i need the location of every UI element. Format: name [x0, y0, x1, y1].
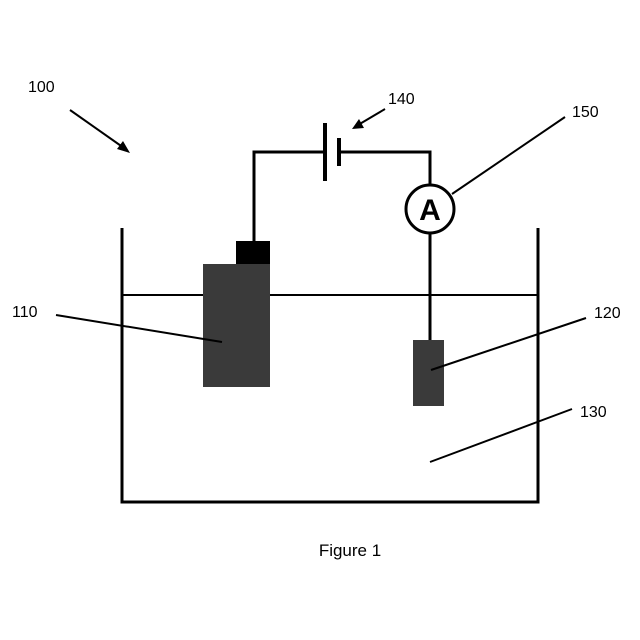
large-electrode [203, 264, 270, 387]
small-electrode [413, 340, 444, 406]
label-150: 150 [572, 104, 599, 121]
electrode-terminal-cap [236, 241, 270, 264]
arrow-140-shaft [358, 109, 385, 125]
arrow-140-head [352, 119, 364, 129]
leader-line-150 [452, 117, 565, 194]
ammeter-symbol: A [419, 194, 441, 227]
leader-line-130 [430, 409, 572, 462]
label-100: 100 [28, 79, 55, 96]
leader-line-120 [431, 318, 586, 370]
label-110: 110 [12, 304, 38, 321]
circuit-wire-right-top [339, 152, 430, 185]
label-130: 130 [580, 404, 607, 421]
arrow-100-head [117, 141, 130, 153]
container-outline [122, 228, 538, 502]
label-140: 140 [388, 91, 415, 108]
leader-line-110 [56, 315, 222, 342]
label-120: 120 [594, 305, 621, 322]
circuit-wire-left [254, 152, 325, 241]
arrow-100-shaft [70, 110, 124, 148]
figure-caption: Figure 1 [319, 541, 381, 560]
